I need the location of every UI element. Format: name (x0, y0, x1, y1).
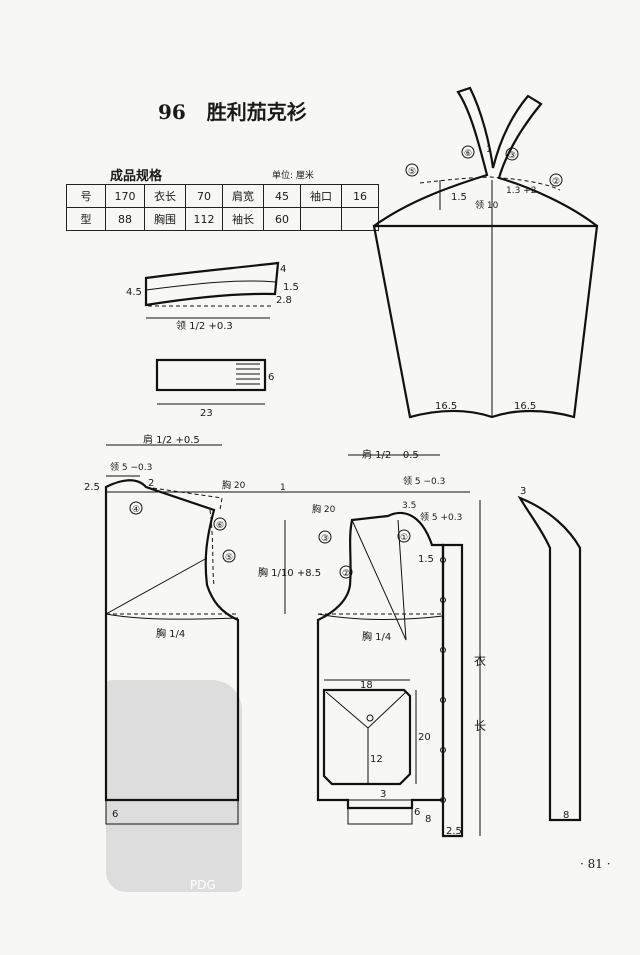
front-neck-depth: 领 5 +0.3 (420, 511, 462, 523)
spec-cell: 型 (66, 207, 106, 231)
sleeve-marker-3: ③ (508, 151, 516, 161)
back-marker-4: ④ (132, 505, 140, 515)
watermark-text: PDG (190, 878, 216, 892)
spec-heading: 成品规格 (110, 169, 163, 184)
sleeve-mid-dim: 领 10 (475, 199, 499, 211)
back-marker-5: ⑤ (225, 553, 233, 563)
sleeve-bottom-right: 16.5 (514, 401, 536, 412)
front-marker-3: ③ (321, 534, 329, 544)
back-neck-depth: 2 (148, 478, 154, 489)
spec-table: 号 170 衣长 70 肩宽 45 袖口 16 型 88 胸围 112 袖长 6… (66, 184, 379, 231)
pattern-title: 96 胜利茄克衫 (158, 96, 307, 125)
back-chest-ref: 胸 20 (222, 479, 246, 491)
back-top-dim: 肩 1/2 +0.5 (143, 433, 200, 446)
spec-cell: 60 (263, 207, 301, 231)
front-marker-2: ② (342, 569, 350, 579)
back-shoulder-drop: 2.5 (84, 482, 100, 493)
collar-right-top-dim: 4 (280, 264, 286, 275)
front-piece: 肩 1/2 −0.5 领 5 −0.3 领 5 +0.3 3.5 胸 20 胸 … (258, 448, 486, 838)
pattern-name: 胜利茄克衫 (206, 100, 307, 124)
spec-unit: 单位: 厘米 (272, 171, 314, 181)
spec-cell: 肩宽 (222, 184, 264, 208)
spec-cell: 胸围 (144, 207, 186, 231)
back-piece: 肩 1/2 +0.5 领 5 −0.3 2.5 2 胸 20 ④ ⑥ ⑤ 胸 1… (84, 433, 246, 825)
sleeve-piece: ⑤ ⑥ 1 ③ ② 1.5 领 10 1.3 +2 16.5 16.5 (372, 86, 599, 419)
length-label-2: 长 (474, 719, 486, 733)
spec-cell: 112 (185, 207, 223, 231)
facing-strip: 3 8 (517, 486, 582, 822)
band-width-dim: 23 (200, 408, 213, 419)
back-hem-dim: 6 (112, 809, 118, 820)
front-slope: 3.5 (402, 501, 416, 511)
spec-cell: 袖口 (300, 184, 342, 208)
pocket-low-dim: 3 (380, 789, 386, 800)
front-hem-right-dim: 8 (425, 814, 431, 825)
length-label-1: 衣 (474, 653, 486, 668)
sleeve-marker-1: 1 (486, 145, 492, 155)
reference-line-label: 1 (280, 483, 286, 493)
front-depth-dim: 胸 1/10 +8.5 (258, 566, 321, 579)
pocket-height-dim: 20 (418, 732, 431, 743)
collar-bottom-dim: 领 1/2 +0.3 (176, 319, 233, 332)
sleeve-right-dim: 1.3 +2 (506, 186, 536, 196)
sleeve-marker-5: ⑤ (408, 167, 416, 177)
pocket-width-dim: 18 (360, 680, 373, 691)
collar-right-mid-dim: 1.5 (283, 282, 299, 293)
front-chest-ref: 胸 20 (312, 503, 336, 515)
back-chest-dim: 胸 1/4 (156, 627, 185, 640)
front-marker-1: ① (400, 533, 408, 543)
spec-cell: 袖长 (222, 207, 264, 231)
front-bottom-dim: 2.5 (446, 826, 462, 837)
sleeve-left-dim: 1.5 (451, 192, 467, 203)
front-chest-dim: 胸 1/4 (362, 630, 391, 643)
sleeve-marker-6: ⑥ (464, 149, 472, 159)
collar-left-dim: 4.5 (126, 287, 142, 298)
spec-cell (341, 207, 379, 231)
front-hem-dim: 6 (414, 807, 420, 818)
sleeve-marker-2: ② (552, 177, 560, 187)
collar-piece: 4.5 4 1.5 2.8 领 1/2 +0.3 (126, 261, 299, 332)
sleeve-bottom-left: 16.5 (435, 401, 457, 412)
back-marker-6: ⑥ (216, 521, 224, 531)
spec-cell (300, 207, 342, 231)
back-neck-dim: 领 5 −0.3 (110, 461, 152, 473)
pocket-flap-dim: 12 (370, 754, 383, 765)
spec-cell: 70 (185, 184, 223, 208)
spec-row: 号 170 衣长 70 肩宽 45 袖口 16 (66, 184, 379, 208)
front-buttons (440, 557, 446, 803)
spec-row: 型 88 胸围 112 袖长 60 (66, 207, 379, 231)
front-neck-width: 领 5 −0.3 (403, 475, 445, 487)
strip-bottom-dim: 8 (563, 810, 569, 821)
waistband-piece: 23 6 (155, 358, 274, 419)
spec-cell: 衣长 (144, 184, 186, 208)
collar-right-low-dim: 2.8 (276, 295, 292, 306)
page-number: · 81 · (580, 857, 611, 871)
front-top-dim: 肩 1/2 −0.5 (362, 448, 419, 461)
spec-cell: 号 (66, 184, 106, 208)
band-height-dim: 6 (268, 372, 274, 383)
pattern-number: 96 (158, 100, 186, 124)
front-side-dim: 1.5 (418, 554, 434, 565)
spec-cell: 45 (263, 184, 301, 208)
strip-top-dim: 3 (520, 486, 526, 497)
watermark-seal (106, 680, 242, 892)
